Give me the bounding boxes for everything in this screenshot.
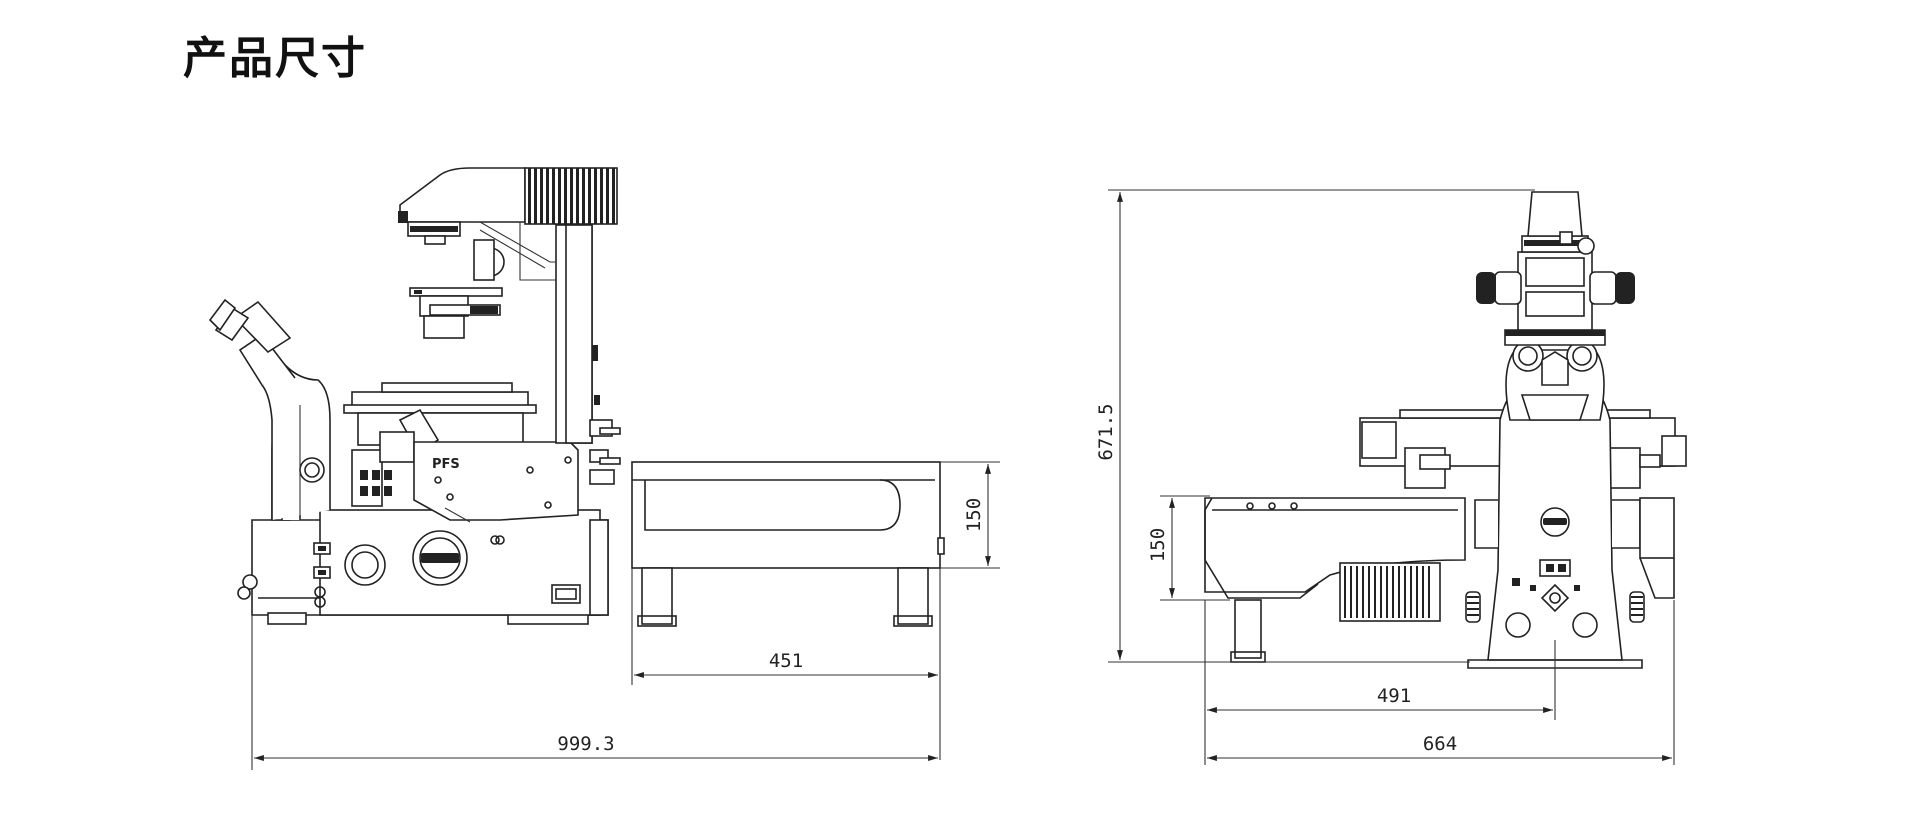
- page-title: 产品尺寸: [183, 33, 367, 84]
- side-view-dimensions: 150 451 999.3: [251, 461, 1000, 770]
- unit-length-label: 451: [769, 650, 803, 672]
- total-height-label: 671.5: [1095, 403, 1117, 460]
- total-length-label: 999.3: [557, 733, 614, 755]
- side-view-controller-box: [631, 461, 945, 627]
- side-height-label: 150: [963, 498, 985, 532]
- front-view-dimensions: 671.5 150 491 664: [1095, 189, 1675, 765]
- partial-width-label: 491: [1377, 685, 1411, 707]
- total-width-label: 664: [1423, 733, 1457, 755]
- front-view-microscope: [1204, 191, 1687, 669]
- front-side-height-label: 150: [1147, 528, 1169, 562]
- side-view-microscope: PFS: [208, 167, 621, 625]
- pfs-label: PFS: [432, 457, 460, 472]
